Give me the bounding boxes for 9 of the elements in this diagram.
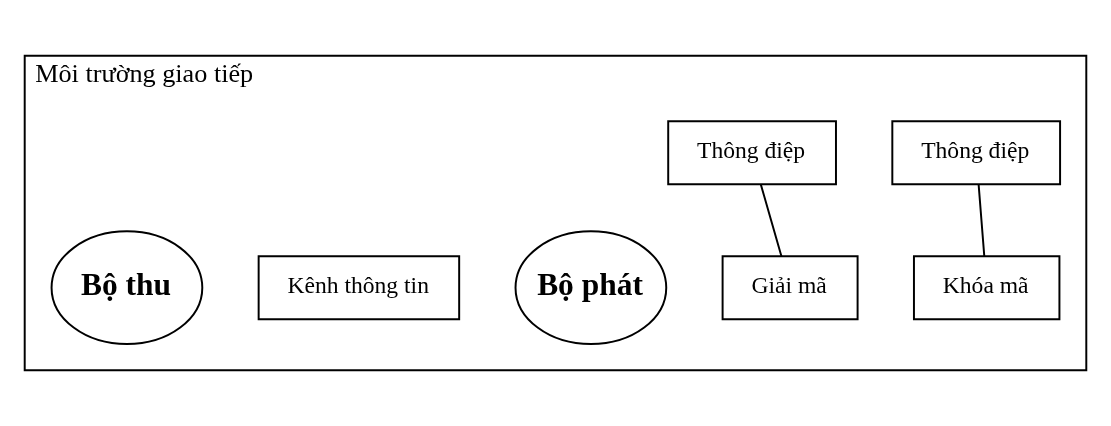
node-ellipse: Bộ thu — [50, 230, 204, 346]
node-box: Thông điệp — [891, 120, 1062, 186]
node-ellipse: Bộ phát — [514, 230, 668, 346]
node-box: Khóa mã — [912, 255, 1061, 321]
connector — [759, 183, 783, 258]
node-box: Thông điệp — [667, 120, 837, 186]
node-box: Giải mã — [721, 255, 859, 321]
connector — [977, 183, 986, 258]
node-box: Kênh thông tin — [257, 255, 461, 321]
